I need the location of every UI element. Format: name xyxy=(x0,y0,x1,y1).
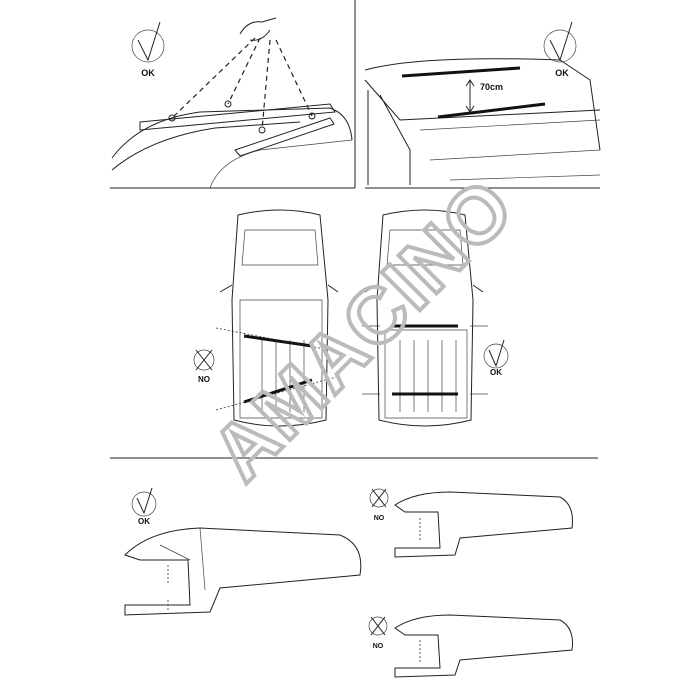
measurement-label: 70cm xyxy=(480,82,503,92)
foot-clamp-wrong-2 xyxy=(394,614,573,678)
roof-bars-spacing-view xyxy=(364,58,601,185)
no-cross-icon xyxy=(369,488,389,508)
ok-check-icon xyxy=(131,21,165,63)
ok-check-icon xyxy=(543,21,577,63)
ok-check-icon xyxy=(483,339,509,369)
car-top-view-wrong xyxy=(215,209,341,427)
no-label-bottom-2: NO xyxy=(373,643,384,650)
car-top-view-correct xyxy=(362,209,488,427)
roof-rail-side-view xyxy=(111,17,353,189)
ok-label-top-right: OK xyxy=(555,68,569,78)
ok-label-top-left: OK xyxy=(141,68,155,78)
no-label-middle: NO xyxy=(198,375,210,384)
foot-clamp-wrong-1 xyxy=(394,491,573,558)
no-label-bottom-1: NO xyxy=(374,515,385,522)
no-cross-icon xyxy=(193,349,215,371)
ok-check-icon xyxy=(131,487,157,517)
ok-label-middle: OK xyxy=(490,368,502,377)
ok-label-bottom: OK xyxy=(138,517,150,526)
foot-clamp-correct xyxy=(124,527,362,616)
watermark-logo: AMACINO xyxy=(195,161,531,497)
no-cross-icon xyxy=(368,616,388,636)
